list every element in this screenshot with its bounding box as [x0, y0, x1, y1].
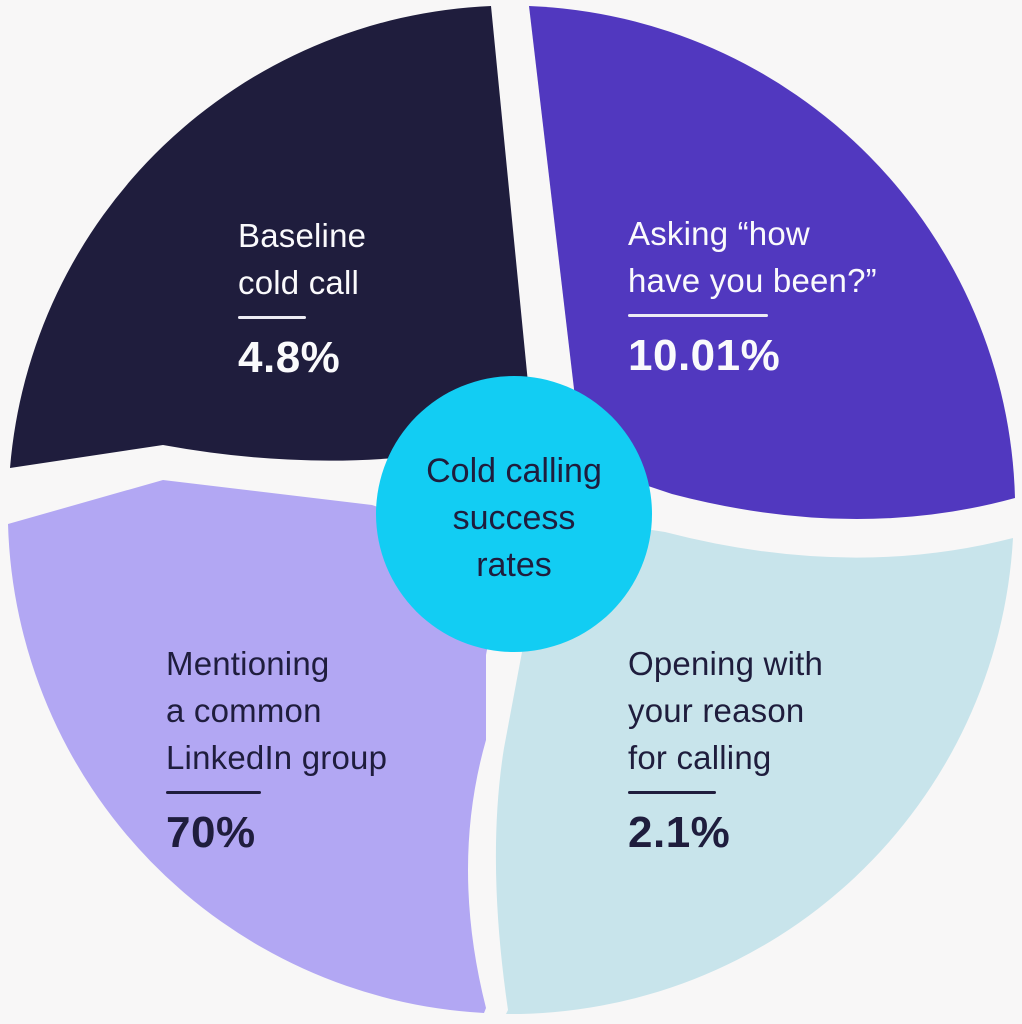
slice-label-block-reason: Opening with your reason for calling 2.1… [628, 640, 823, 855]
slice-value: 10.01% [628, 331, 781, 380]
slice-label: Baseline cold call [238, 217, 367, 301]
label-divider [238, 316, 306, 319]
slice-asking-shape [529, 6, 1015, 520]
slice-label: Opening with your reason for calling [628, 645, 824, 776]
chart-title: Cold calling success rates [426, 452, 602, 584]
slice-label-block-asking: Asking “how have you been?” 10.01% [628, 210, 877, 378]
slice-reason-shape [495, 522, 1013, 1015]
slice-label-block-linkedin: Mentioning a common LinkedIn group 70% [166, 640, 387, 855]
label-divider [628, 314, 768, 317]
label-divider [628, 791, 716, 794]
slice-value: 70% [166, 808, 256, 857]
slice-value: 4.8% [238, 333, 341, 382]
slice-linkedin-shape [8, 480, 505, 1013]
slice-label: Mentioning a common LinkedIn group [166, 645, 388, 776]
slice-baseline-shape [10, 6, 540, 505]
center-circle [376, 376, 652, 652]
slice-label: Asking “how have you been?” [628, 215, 877, 299]
slice-label-block-baseline: Baseline cold call 4.8% [238, 212, 366, 380]
label-divider [166, 791, 261, 794]
slice-value: 2.1% [628, 808, 731, 857]
